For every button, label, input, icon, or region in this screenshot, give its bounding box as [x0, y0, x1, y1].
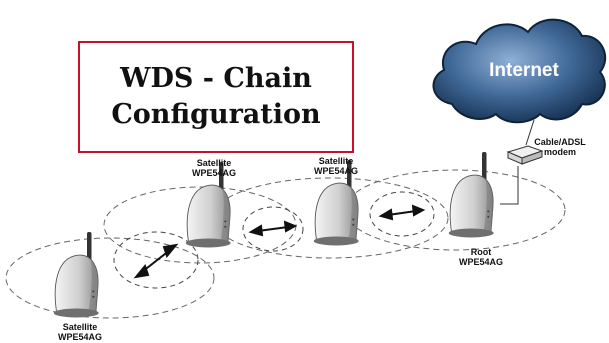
internet-label: Internet	[489, 60, 559, 81]
modem-label-line2: modem	[543, 147, 576, 157]
device-model: WPE54AG	[191, 168, 236, 178]
device-label-satellite-2: Satellite WPE54AG	[174, 158, 254, 178]
access-point-icon-root	[448, 152, 495, 238]
device-role: Root	[470, 247, 492, 257]
device-model: WPE54AG	[313, 166, 358, 176]
device-role: Satellite	[318, 156, 354, 166]
link-area-3	[369, 191, 435, 237]
modem-label-line1: Cable/ADSL	[534, 137, 586, 147]
device-label-satellite-1: Satellite WPE54AG	[40, 322, 120, 342]
link-ellipse-2	[103, 186, 297, 264]
link-ellipse-4	[344, 169, 566, 251]
modem-label: Cable/ADSL modem	[514, 137, 606, 157]
device-label-satellite-3: Satellite WPE54AG	[296, 156, 376, 176]
cable-modem-to-internet	[525, 119, 535, 146]
device-role: Satellite	[196, 158, 232, 168]
device-role: Satellite	[62, 322, 98, 332]
device-model: WPE54AG	[458, 257, 503, 267]
access-point-icon-satellite-1	[53, 232, 100, 318]
title-box: WDS - Chain Configuration	[78, 41, 354, 153]
link-arrow-3	[387, 210, 417, 216]
cable-root-to-modem	[500, 166, 519, 205]
internet-cloud-icon	[432, 18, 607, 124]
link-ellipse-1	[5, 237, 215, 319]
device-label-root: Root WPE54AG	[441, 247, 521, 267]
link-arrow-2	[257, 226, 289, 232]
device-model: WPE54AG	[57, 332, 102, 342]
modem-icon	[506, 145, 544, 165]
title-line-1: WDS - Chain	[120, 63, 312, 94]
link-area-2	[242, 206, 304, 252]
link-area-1	[113, 231, 199, 289]
title-line-2: Configuration	[111, 99, 321, 130]
